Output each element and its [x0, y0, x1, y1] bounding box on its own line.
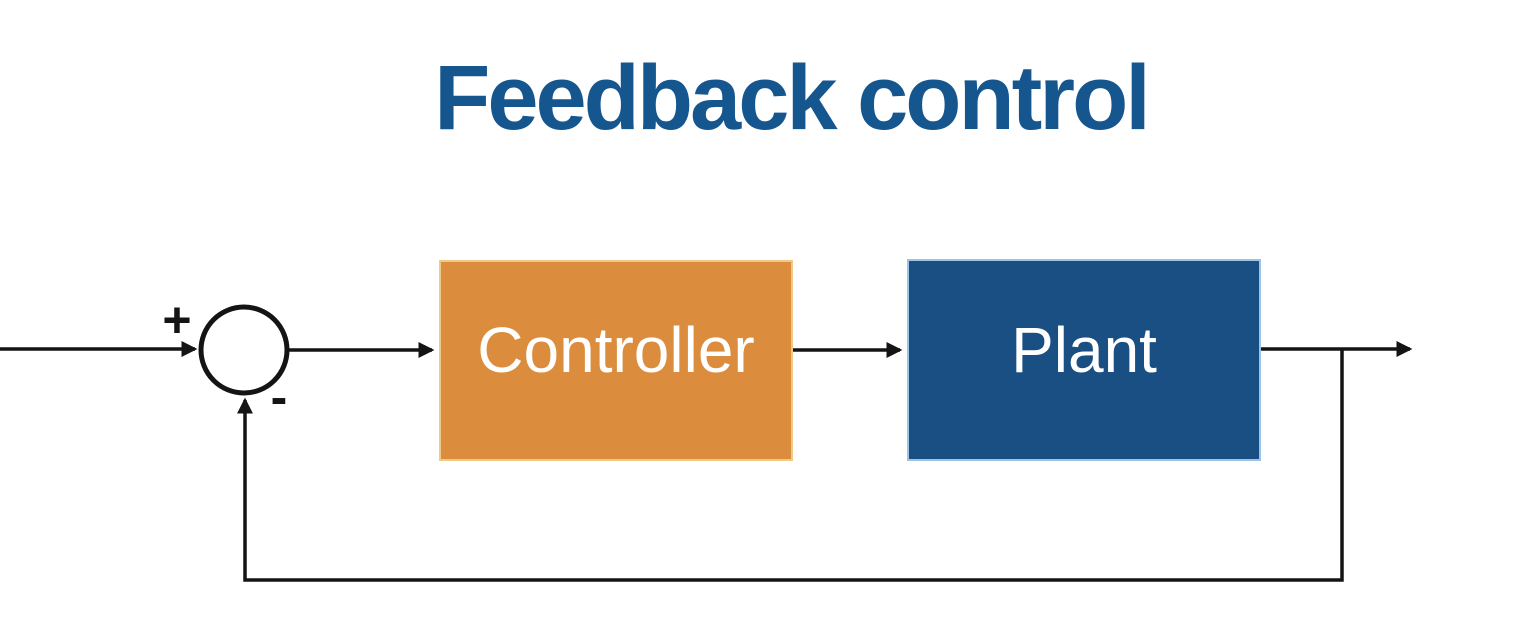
feedback-path-arrow	[236, 350, 1344, 582]
plant-block	[907, 259, 1261, 461]
summing-junction	[198, 304, 290, 396]
minus-sign-label: -	[271, 369, 288, 425]
plant-block-label: Plant	[1011, 314, 1157, 386]
controller-block	[439, 260, 793, 461]
plus-sign-label: +	[162, 292, 191, 348]
page-title: Feedback control	[434, 47, 1151, 149]
controller-block-label: Controller	[477, 314, 754, 386]
